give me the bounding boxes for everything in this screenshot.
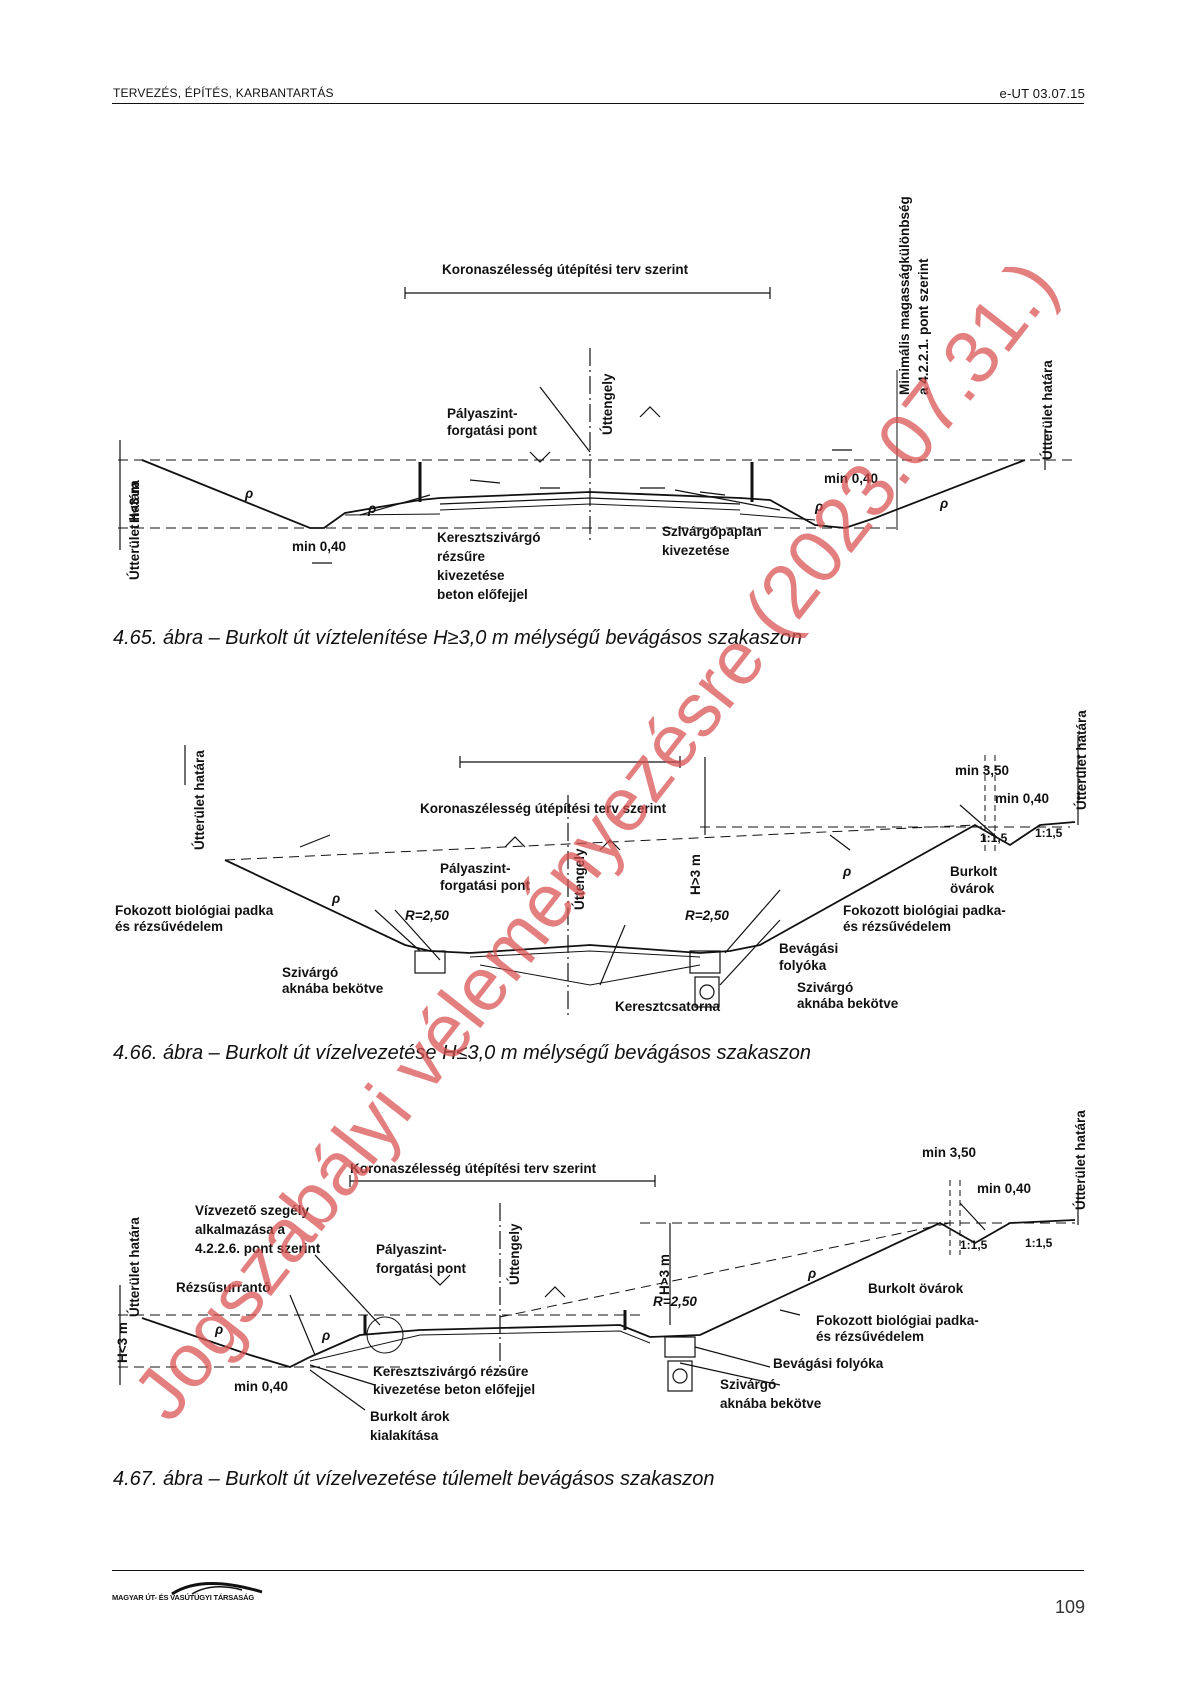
cross-section-drawing [184,735,1079,1015]
bio-protection-left-label: Fokozott biológiai padka és rézsűvédelem [115,903,274,934]
cross-drain-label: Keresztszivárgó rézsűre kivezetése beton… [437,530,541,602]
height-label: H>3 m [688,854,703,895]
road-axis-label: Úttengely [572,848,587,910]
boundary-right-label: Útterület határa [1073,1110,1088,1210]
rho-label: ρ [245,486,254,501]
cross-drain-label: Keresztszivárgó rézsűre kivezetése beton… [373,1364,536,1397]
pivot-label: Pályaszint- forgatási pont [447,406,537,438]
min-left-label: min 0,40 [234,1379,289,1394]
society-logo-icon [171,1582,263,1596]
section-outline [224,821,1076,954]
rho-label: ρ [808,1266,817,1281]
boundary-right-label: Útterület határa [1074,710,1089,810]
rho-label: ρ [215,1322,224,1337]
paved-trench-label: Burkolt árok kialakítása [370,1409,450,1443]
cut-gutter-label: Bevágási folyóka [779,941,839,973]
road-axis-label: Úttengely [507,1223,522,1285]
figure-4-65: Koronaszélesség útépítési terv szerint Ú… [0,130,1191,649]
radius-left-label: R=2,50 [405,908,449,923]
figure-caption: 4.66. ábra – Burkolt út vízelvezetése H≤… [113,1042,812,1064]
paved-ditch-label: Burkolt övárok [950,864,998,896]
society-logo-text: MAGYAR ÚT- ÉS VASÚTÜGYI TÁRSASÁG [112,1593,254,1602]
header-rule [112,103,1084,104]
rho-label: ρ [940,496,949,511]
chute-label: Rézsűsurrantó [176,1280,271,1295]
rho-label: ρ [815,499,824,514]
running-header-right: e-UT 03.07.15 [999,86,1085,101]
boundary-right-label: Útterület határa [1040,360,1055,460]
pivot-label: Pályaszint- forgatási pont [376,1242,466,1276]
pivot-label: Pályaszint- forgatási pont [440,861,530,893]
cross-section-drawing [118,287,1075,564]
boundary-left-label: Útterület határa [192,750,207,850]
min-height-label: Minimális magasságkülönbség a 4.2.2.1. p… [897,196,931,395]
bio-protection-right-label: Fokozott biológiai padka- és rézsűvédele… [843,903,1006,934]
slope-label: 1:1,5 [1025,1236,1053,1250]
drain-mat-label: Szivárgópaplan kivezetése [662,524,762,558]
road-axis-label: Úttengely [600,373,615,435]
figure-caption: 4.67. ábra – Burkolt út vízelvezetése tú… [113,1468,715,1490]
min-040-label: min 0,40 [977,1181,1032,1196]
height-right-label: H>3 m [657,1254,672,1295]
height-left-label: H<3 m [115,1322,130,1363]
drain-right-label: Szivárgó aknába bekötve [720,1377,822,1411]
running-header-left: TERVEZÉS, ÉPÍTÉS, KARBANTARTÁS [113,86,334,100]
crown-width-label: Koronaszélesség útépítési terv szerint [420,801,667,816]
min-350-label: min 3,50 [955,763,1010,778]
height-label: H<3 m [127,482,142,523]
paved-ditch-label: Burkolt övárok [868,1281,964,1296]
crown-width-label: Koronaszélesség útépítési terv szerint [350,1161,597,1176]
min-right-label: min 0,40 [824,471,879,486]
cut-gutter-label: Bevágási folyóka [773,1356,884,1371]
rho-label: ρ [332,891,341,906]
figure-caption: 4.65. ábra – Burkolt út víztelenítése H≥… [113,627,803,649]
section-outline [141,459,1026,529]
slope-label: 1:1,5 [1035,826,1063,840]
bio-protection-right-label: Fokozott biológiai padka- és rézsűvédele… [816,1313,979,1344]
culvert-label: Keresztcsatorna [615,999,721,1014]
radius-right-label: R=2,50 [653,1294,697,1309]
page-number: 109 [1054,1597,1085,1617]
figure-4-67: Útterület határa Útterület határa Korona… [0,1085,1191,1505]
drain-left-label: Szivárgó aknába bekötve [282,965,384,996]
drain-right-label: Szivárgó aknába bekötve [797,980,899,1011]
min-040-label: min 0,40 [995,791,1050,806]
min-left-label: min 0,40 [292,539,347,554]
rho-label: ρ [368,501,377,516]
rho-label: ρ [843,864,852,879]
figure-4-66: Útterület határa Útterület határa min 3,… [0,695,1191,1075]
radius-right-label: R=2,50 [685,908,729,923]
curb-label: Vízvezető szegély alkalmazása a 4.2.2.6.… [195,1203,321,1256]
min-350-label: min 3,50 [922,1145,977,1160]
footer-rule [112,1570,1084,1571]
cross-section-drawing [118,1175,1079,1411]
rho-label: ρ [322,1328,331,1343]
boundary-left-label: Útterület határa [127,1217,142,1317]
section-outline [141,1219,1076,1368]
crown-width-label: Koronaszélesség útépítési terv szerint [442,262,689,277]
slope-label: 1:1,5 [980,831,1008,845]
slope-label: 1:1,5 [960,1238,988,1252]
